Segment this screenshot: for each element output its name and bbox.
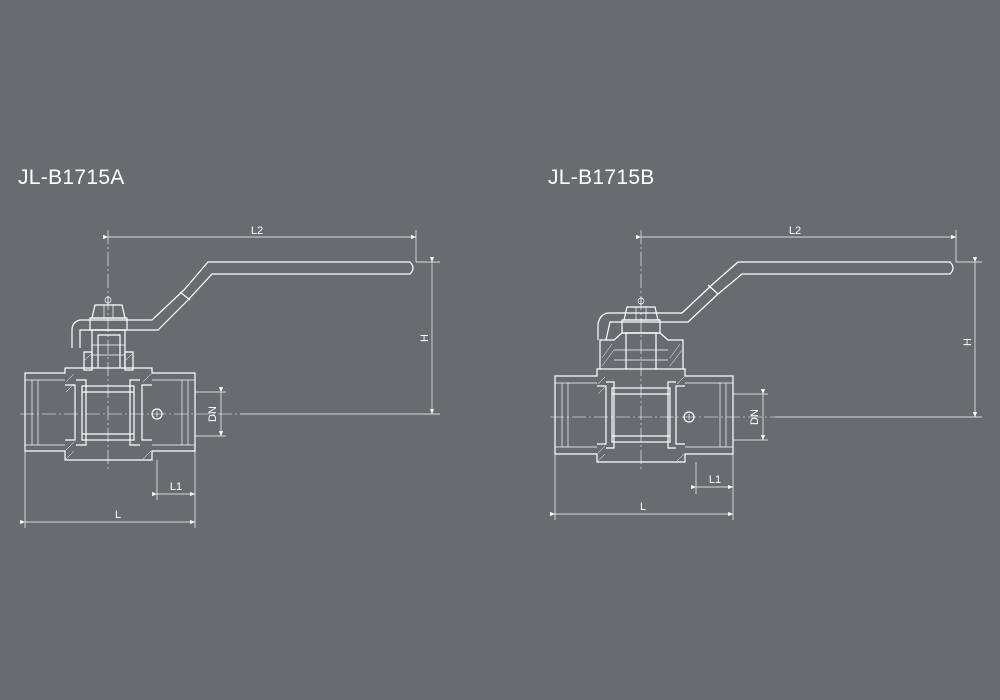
valve-a-l-label: L [115,509,121,521]
valve-b-model-title: JL-B1715B [548,166,655,189]
valve-a-l1-label: L1 [170,481,182,493]
valve-a-dn-label: DN [207,406,219,422]
valve-a-stem [83,296,134,371]
valve-b-dim-l1: L1 [691,454,734,494]
valve-b-handle [597,261,954,341]
valve-b-dim-l2: L2 [636,225,957,262]
valve-b-h-label: H [962,338,974,346]
valve-a-l2-label: L2 [251,225,263,237]
valve-b-l-label: L [640,501,646,513]
valve-b-dim-h: H [775,257,982,418]
valve-b-drawing: L2 H DN L1 L [550,225,982,520]
valve-a-h-label: H [419,334,431,342]
valve-b-body [554,368,734,463]
valve-a-handle [71,261,414,348]
valve-a-body [24,367,196,461]
valve-a-dim-dn: DN [195,387,226,437]
valve-b-dim-dn: DN [733,389,768,441]
valve-b-l2-label: L2 [789,225,801,237]
valve-a-drawing: L2 H DN L1 L [20,225,440,528]
valve-b-l1-label: L1 [709,474,721,486]
valve-a-dim-l2: L2 [103,225,417,262]
valve-a-model-title: JL-B1715A [18,166,125,189]
valve-a-dim-l1: L1 [152,451,196,500]
valve-b-dim-l: L [550,454,734,520]
valve-a-dim-h: H [240,257,440,415]
valve-a-dim-l: L [20,451,196,528]
valve-b-dn-label: DN [749,409,761,425]
valve-b-stem [599,297,684,369]
